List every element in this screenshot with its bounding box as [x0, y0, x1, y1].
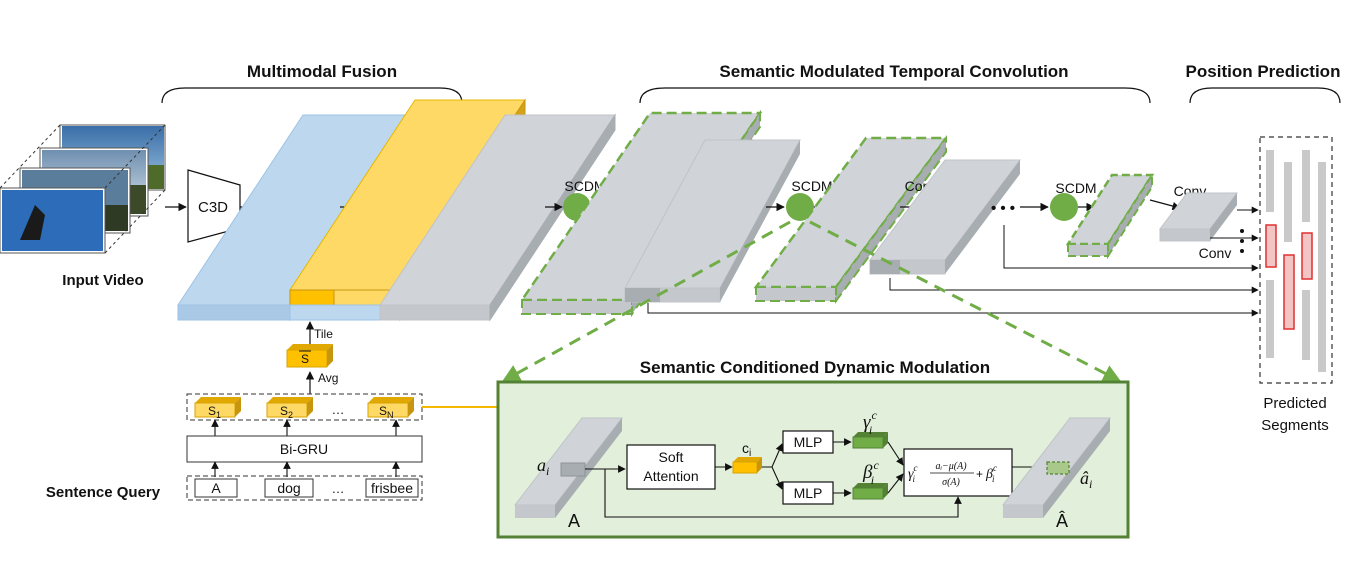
s2-label: S2 — [280, 404, 293, 420]
scdm-label-3: SCDM — [1055, 180, 1096, 196]
vertical-ellipsis — [1240, 229, 1244, 253]
scdm-label-2: SCDM — [791, 178, 832, 194]
scdm-node-2 — [786, 193, 814, 221]
input-video-frames — [0, 124, 166, 254]
scdm-node-3 — [1050, 193, 1078, 221]
brace-smtc — [639, 87, 1151, 104]
tokens-box — [186, 475, 423, 501]
scdm-Ahat-label: Â — [1056, 511, 1068, 531]
svg-text:βci: βci — [985, 463, 997, 484]
brace-multimodal-fusion — [161, 87, 463, 104]
token-a-box — [194, 478, 238, 498]
scdm-input-bar — [513, 417, 624, 518]
fc-output-bar — [379, 113, 616, 322]
scdm-ahat-i-label: âi — [1080, 468, 1092, 491]
ci-label: ci — [742, 440, 751, 459]
zoom-dash-right — [809, 220, 1122, 382]
sn-label: SN — [379, 404, 394, 420]
modulated-bar-2 — [753, 134, 949, 305]
arrow-conv-3 — [1149, 199, 1181, 211]
hidden-state-s2 — [266, 397, 313, 418]
predicted-segments-box — [1259, 136, 1333, 384]
header-smtc: Semantic Modulated Temporal Convolution — [719, 62, 1068, 81]
bigru-box — [186, 435, 423, 463]
svg-text:aᵢ−μ(A): aᵢ−μ(A) — [935, 461, 967, 472]
header-position-prediction: Position Prediction — [1186, 62, 1341, 81]
gamma-vector — [852, 432, 888, 449]
token-dog: dog — [277, 480, 300, 496]
hidden-state-sn — [367, 397, 414, 418]
prediction-arrows — [647, 206, 1259, 317]
header-multimodal-fusion: Multimodal Fusion — [247, 62, 397, 81]
ci-vector — [732, 457, 762, 474]
token-frisbee: frisbee — [371, 480, 413, 496]
scdm-panel-title: Semantic Conditioned Dynamic Modulation — [640, 358, 990, 377]
token-arrows — [211, 461, 400, 477]
bigru-arrows — [211, 419, 400, 436]
token-ellipsis: … — [332, 481, 345, 496]
mlp-beta-label: MLP — [794, 485, 823, 501]
avg-sentence-vector — [286, 344, 333, 368]
scdm-output-bar — [1001, 417, 1112, 518]
soft-attention-box — [626, 444, 716, 490]
brace-position-prediction — [1189, 87, 1341, 104]
token-dog-box — [264, 478, 314, 498]
c3d-label: C3D — [198, 199, 228, 216]
svg-text:γci: γci — [908, 463, 918, 484]
predicted-segments-label-2: Segments — [1261, 417, 1329, 434]
input-video-label: Input Video — [62, 272, 143, 289]
svg-text:+: + — [976, 467, 983, 481]
beta-vector — [852, 483, 888, 500]
conv-output-bar-1 — [624, 139, 801, 303]
tile-label: Tile — [314, 327, 333, 341]
vectors-to-formula-arrows — [887, 441, 904, 494]
ci-to-mlp-arrows — [762, 443, 783, 490]
modulated-bar-3 — [1065, 171, 1155, 260]
hidden-state-s1 — [194, 397, 241, 418]
arrow-ai-normalize — [604, 469, 962, 518]
mlp-gamma-label: MLP — [794, 434, 823, 450]
s-bar-label: S — [301, 352, 309, 366]
avg-label: Avg — [318, 371, 338, 385]
svg-text:σ(A): σ(A) — [942, 477, 960, 488]
token-a: A — [211, 480, 221, 496]
predicted-segments-label-1: Predicted — [1263, 395, 1326, 412]
conv-output-bar-3 — [1159, 192, 1238, 242]
zoom-dash-left — [501, 220, 791, 382]
s1-label: S1 — [208, 404, 221, 420]
sentence-query-label: Sentence Query — [46, 484, 161, 501]
conv-label-4: Conv — [1199, 245, 1232, 261]
conv-output-bar-2 — [869, 159, 1021, 275]
pipeline-ellipsis: • • • — [991, 200, 1015, 217]
scdm-A-label: A — [568, 511, 580, 531]
soft-attention-label-1: Soft — [659, 449, 684, 465]
scdm-ai-label: ai — [537, 455, 549, 478]
hidden-states-ellipsis: … — [332, 402, 345, 417]
formula-box — [903, 448, 1013, 497]
soft-attention-label-2: Attention — [643, 468, 698, 484]
scdm-label-1: SCDM — [564, 178, 605, 194]
token-frisbee-box — [365, 478, 419, 498]
bigru-label: Bi-GRU — [280, 441, 328, 457]
